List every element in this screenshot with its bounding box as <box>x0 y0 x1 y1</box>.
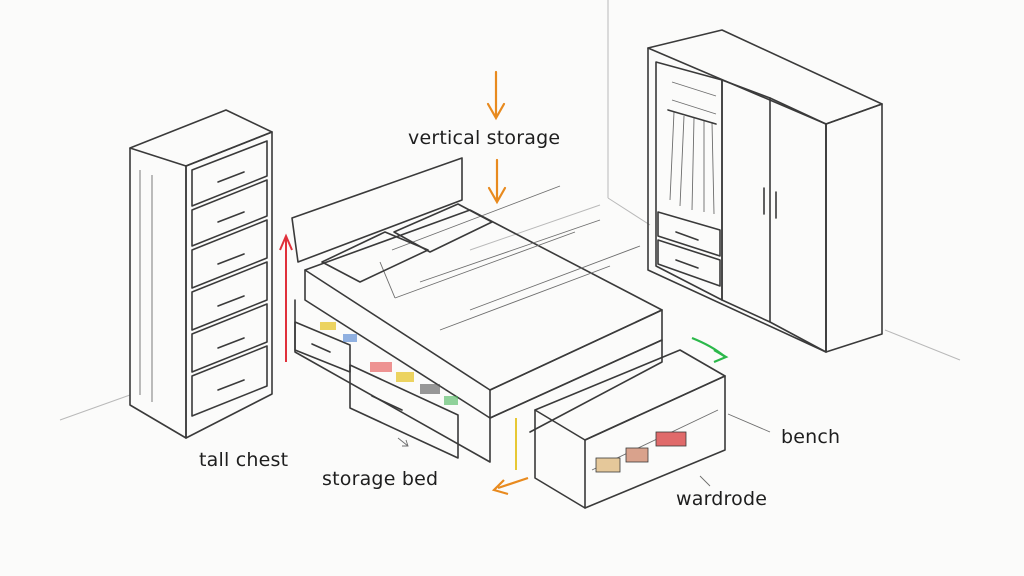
label-storage-bed: storage bed <box>322 468 439 490</box>
chest-drawer <box>191 345 268 417</box>
under-bed-drawer <box>349 362 459 459</box>
label-vertical-storage: vertical storage <box>408 127 561 149</box>
bench-box <box>655 431 687 447</box>
room-corner <box>59 0 961 421</box>
red-height-arrow <box>279 233 293 362</box>
wardrobe-drawer <box>657 239 721 287</box>
bench-box <box>625 447 649 463</box>
label-wardrobe: wardrode <box>676 488 768 510</box>
chest-drawer <box>191 219 268 289</box>
label-tall-chest: tall chest <box>199 449 289 471</box>
wardrobe-door <box>721 79 771 323</box>
bench-box <box>595 457 621 473</box>
orange-depth-arrow <box>491 418 529 496</box>
tall-chest <box>129 109 273 439</box>
chest-drawer <box>191 179 268 247</box>
hanging-clothes <box>667 109 717 215</box>
chest-drawer <box>191 261 268 331</box>
label-pointers <box>397 413 771 487</box>
chest-drawer <box>191 303 268 373</box>
bench <box>534 349 726 509</box>
wardrobe-drawer <box>657 211 721 257</box>
door-handles <box>763 187 777 219</box>
green-arrow <box>691 336 729 364</box>
under-bed-drawer <box>294 321 357 373</box>
vertical-storage-arrows <box>486 70 507 205</box>
storage-bed <box>291 157 663 463</box>
pillow <box>321 231 429 283</box>
wardrobe-door <box>769 97 827 353</box>
chest-drawer <box>191 140 268 207</box>
headboard <box>291 157 463 263</box>
label-bench: bench <box>781 426 841 448</box>
mattress-top <box>304 209 663 391</box>
wardrobe <box>647 29 883 353</box>
pillow <box>393 203 493 253</box>
